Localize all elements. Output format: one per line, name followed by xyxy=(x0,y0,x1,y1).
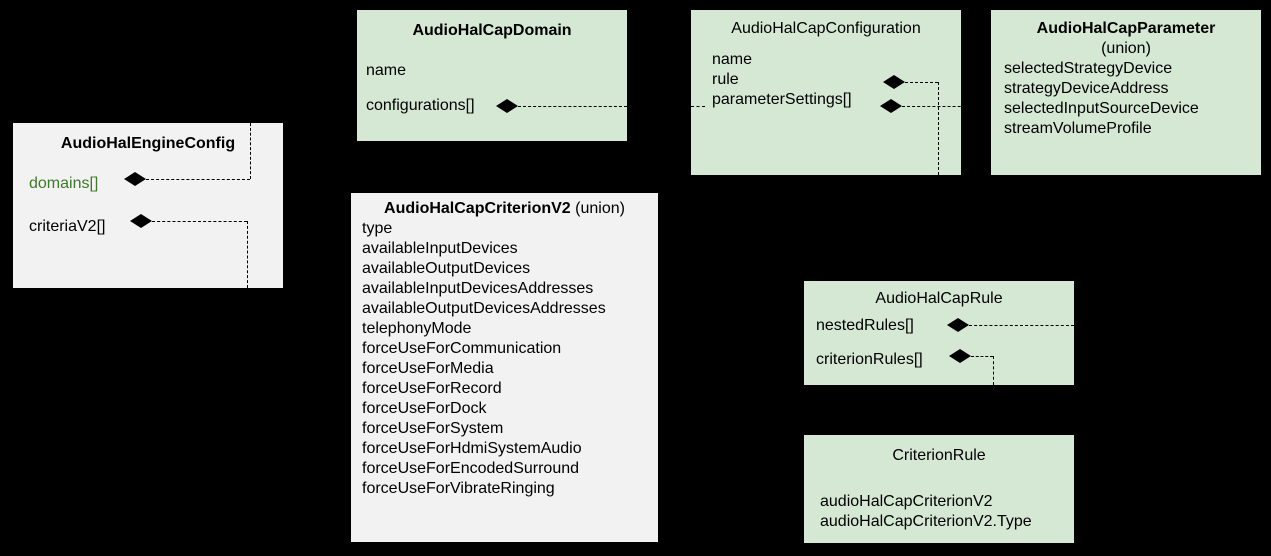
class-title-audio-hal-cap-domain: AudioHalCapDomain xyxy=(412,22,572,39)
class-box-audio-hal-cap-criterion-v2[interactable]: AudioHalCapCriterionV2 (union) type avai… xyxy=(351,193,658,542)
attribute-strategy-device-address: strategyDeviceAddress xyxy=(1004,80,1169,97)
attribute-force-use-for-media: forceUseForMedia xyxy=(362,360,494,377)
attribute-force-use-for-record: forceUseForRecord xyxy=(362,380,502,397)
class-box-audio-hal-engine-config[interactable]: AudioHalEngineConfig domains[] criteriaV… xyxy=(13,123,283,288)
attribute-nested-rules: nestedRules[] xyxy=(816,317,914,334)
attribute-rule: rule xyxy=(712,71,739,88)
connector-rule-vertical xyxy=(938,82,939,175)
connector-criterion-rules-horizontal xyxy=(971,356,993,357)
connector-domains-vertical xyxy=(250,123,251,179)
attribute-selected-input-source-device: selectedInputSourceDevice xyxy=(1004,100,1199,117)
attribute-available-input-devices: availableInputDevices xyxy=(362,240,518,257)
attribute-criterion-rules: criterionRules[] xyxy=(816,351,923,368)
attribute-type: type xyxy=(362,220,393,237)
class-subtitle-audio-hal-cap-parameter: (union) xyxy=(1101,40,1151,57)
class-title-text: AudioHalCapCriterionV2 xyxy=(384,200,571,217)
attribute-available-output-devices-addresses: availableOutputDevicesAddresses xyxy=(362,300,606,317)
attribute-telephony-mode: telephonyMode xyxy=(362,320,472,337)
attribute-force-use-for-hdmi-system-audio: forceUseForHdmiSystemAudio xyxy=(362,440,582,457)
connector-criteria-v2-vertical xyxy=(247,221,248,288)
class-title-audio-hal-cap-rule: AudioHalCapRule xyxy=(875,290,1003,307)
class-box-audio-hal-cap-parameter[interactable]: AudioHalCapParameter (union) selectedStr… xyxy=(991,10,1261,175)
attribute-stream-volume-profile: streamVolumeProfile xyxy=(1004,120,1152,137)
attribute-audio-hal-cap-criterion-v2-type: audioHalCapCriterionV2.Type xyxy=(820,513,1032,530)
class-box-audio-hal-cap-domain[interactable]: AudioHalCapDomain name configurations[] xyxy=(357,10,627,141)
attribute-available-output-devices: availableOutputDevices xyxy=(362,260,531,277)
class-title-audio-hal-engine-config: AudioHalEngineConfig xyxy=(60,135,236,152)
connector-domains-horizontal xyxy=(146,179,250,180)
attribute-name: name xyxy=(366,62,407,79)
composition-diamond-criterion-rules xyxy=(949,349,971,363)
composition-diamond-criteria-v2 xyxy=(130,214,152,228)
connector-configurations-stub xyxy=(691,106,705,107)
connector-parameter-settings-horizontal xyxy=(902,106,991,107)
composition-diamond-rule xyxy=(883,75,905,89)
connector-criteria-v2-horizontal xyxy=(152,221,247,222)
attribute-available-input-devices-addresses: availableInputDevicesAddresses xyxy=(362,280,594,297)
attribute-force-use-for-encoded-surround: forceUseForEncodedSurround xyxy=(362,460,580,477)
attribute-selected-strategy-device: selectedStrategyDevice xyxy=(1004,60,1173,77)
class-title-audio-hal-cap-configuration: AudioHalCapConfiguration xyxy=(731,20,921,37)
connector-rule-horizontal xyxy=(905,82,938,83)
class-title-audio-hal-cap-criterion-v2: AudioHalCapCriterionV2 (union) xyxy=(351,199,658,219)
class-title-audio-hal-cap-parameter: AudioHalCapParameter xyxy=(1036,20,1216,37)
attribute-criteria-v2: criteriaV2[] xyxy=(29,218,106,235)
attribute-force-use-for-vibrate-ringing: forceUseForVibrateRinging xyxy=(362,480,555,497)
attribute-audio-hal-cap-criterion-v2: audioHalCapCriterionV2 xyxy=(820,493,993,510)
composition-diamond-configurations xyxy=(496,99,518,113)
composition-diamond-domains xyxy=(124,172,146,186)
class-title-criterion-rule: CriterionRule xyxy=(892,447,986,464)
class-box-audio-hal-cap-configuration[interactable]: AudioHalCapConfiguration name rule param… xyxy=(691,10,961,175)
connector-criterion-rules-vertical xyxy=(993,356,994,385)
attribute-domains: domains[] xyxy=(29,175,99,192)
attribute-name: name xyxy=(712,51,753,68)
class-subtitle-audio-hal-cap-criterion-v2: (union) xyxy=(575,200,625,217)
class-box-criterion-rule[interactable]: CriterionRule audioHalCapCriterionV2 aud… xyxy=(804,435,1074,543)
attribute-force-use-for-communication: forceUseForCommunication xyxy=(362,340,562,357)
connector-nested-rules-horizontal xyxy=(969,325,1074,326)
attribute-force-use-for-system: forceUseForSystem xyxy=(362,420,504,437)
class-box-audio-hal-cap-rule[interactable]: AudioHalCapRule nestedRules[] criterionR… xyxy=(804,281,1074,385)
connector-configurations-horizontal xyxy=(518,106,627,107)
attribute-force-use-for-dock: forceUseForDock xyxy=(362,400,487,417)
composition-diamond-parameter-settings xyxy=(880,99,902,113)
composition-diamond-nested-rules xyxy=(947,318,969,332)
attribute-configurations: configurations[] xyxy=(366,97,475,114)
attribute-parameter-settings: parameterSettings[] xyxy=(712,91,852,108)
